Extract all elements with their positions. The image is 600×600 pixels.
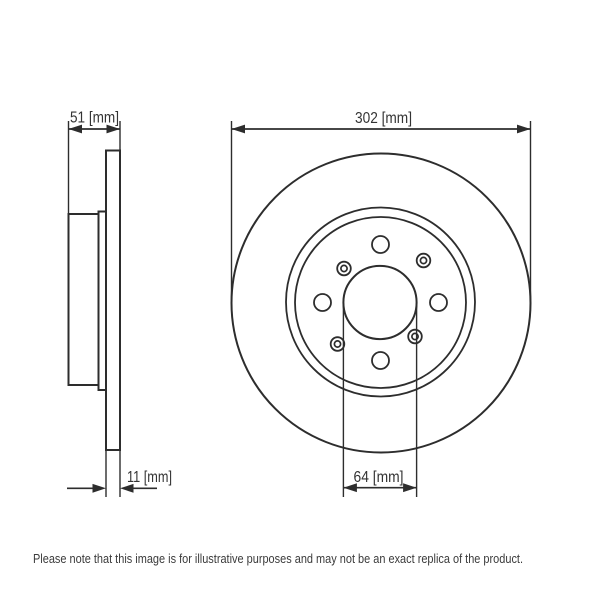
- arrow-left-icon: [343, 483, 357, 493]
- friction-ring-inner: [294, 216, 467, 389]
- arrow-left-icon: [68, 124, 82, 134]
- dimension-overall-width: 51 [mm]: [67, 110, 121, 214]
- dimension-outer-diameter: 302 [mm]: [230, 110, 532, 300]
- dimension-overall-width-label: 51 [mm]: [70, 110, 119, 127]
- center-bore: [342, 264, 418, 341]
- arrow-right-icon: [517, 124, 531, 134]
- front-view: 302 [mm] 64 [mm]: [230, 110, 532, 497]
- side-view-step: [97, 210, 107, 391]
- arrow-right-icon: [92, 483, 106, 493]
- side-view-hat: [67, 213, 100, 386]
- dimension-plate-thickness-label: 11 [mm]: [127, 469, 172, 486]
- arrow-right-icon: [403, 483, 417, 493]
- dimension-plate-thickness: 11 [mm]: [67, 450, 172, 497]
- pin-hole-inner: [419, 256, 428, 265]
- pin-hole-inner: [333, 340, 342, 348]
- arrow-left-icon: [120, 483, 134, 493]
- pin-hole-ne: [415, 252, 432, 269]
- bolt-hole-left: [313, 293, 332, 312]
- bolt-hole-top: [371, 235, 390, 254]
- pin-hole-sw: [329, 336, 346, 352]
- bolt-hole-right: [429, 293, 448, 312]
- arrow-right-icon: [106, 124, 120, 134]
- side-view-plate: [105, 149, 121, 451]
- pin-hole-nw: [336, 260, 352, 277]
- friction-ring-outer: [285, 206, 476, 398]
- dimension-outer-diameter-label: 302 [mm]: [355, 110, 412, 127]
- dimension-center-bore: 64 [mm]: [342, 302, 418, 497]
- arrow-left-icon: [231, 124, 245, 134]
- dimension-center-bore-label: 64 [mm]: [354, 469, 404, 486]
- pin-hole-se: [407, 328, 423, 345]
- disclaimer-note: Please note that this image is for illus…: [33, 551, 523, 566]
- bolt-hole-bottom: [371, 351, 390, 370]
- side-view: 51 [mm] 11 [mm]: [67, 110, 172, 497]
- pin-hole-inner: [340, 264, 348, 273]
